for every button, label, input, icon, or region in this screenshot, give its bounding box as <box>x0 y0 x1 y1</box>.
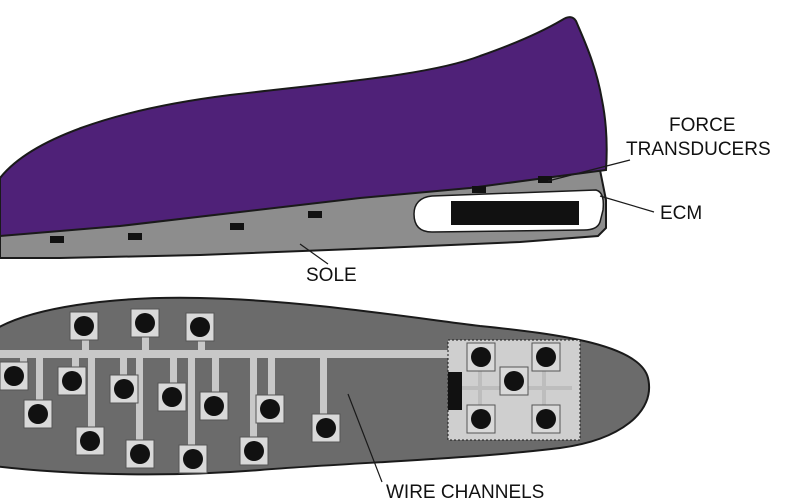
force-transducers <box>50 176 552 243</box>
wire-channel <box>212 358 219 406</box>
shoe-upper <box>0 16 608 238</box>
force-sensor <box>157 382 187 412</box>
wire-channel-main <box>0 350 450 358</box>
sensor-dot <box>80 431 100 451</box>
force-sensor <box>109 374 139 404</box>
force-sensor <box>311 413 341 443</box>
label-sole: SOLE <box>306 265 357 286</box>
wire-channel <box>268 358 275 406</box>
wire-channel <box>170 358 177 396</box>
sensor-dot <box>162 387 182 407</box>
force-sensor <box>255 394 285 424</box>
force-sensor <box>57 366 87 396</box>
force-sensor <box>69 311 99 341</box>
force-transducer <box>128 233 142 240</box>
ecm-module <box>451 201 579 225</box>
wire-channel <box>142 330 149 352</box>
sensor-dot <box>504 371 524 391</box>
wire-channel <box>198 334 205 352</box>
wire-channel <box>82 332 89 352</box>
sensor-dot <box>190 317 210 337</box>
label-wire-channels: WIRE CHANNELS <box>386 482 544 500</box>
force-transducer <box>472 186 486 193</box>
insole-top-view <box>0 296 651 483</box>
sensor-dot <box>183 449 203 469</box>
sensor-dot <box>536 347 556 367</box>
sensor-dot <box>244 441 264 461</box>
force-sensors <box>0 308 561 474</box>
sensor-dot <box>260 399 280 419</box>
force-sensor <box>0 361 29 391</box>
force-sensor <box>239 436 269 466</box>
force-sensor <box>185 312 215 342</box>
wire-channel <box>136 358 143 450</box>
force-sensor <box>466 404 496 434</box>
force-sensor <box>531 404 561 434</box>
sensor-dot <box>471 347 491 367</box>
ecm-board-trace <box>478 360 482 414</box>
force-transducer <box>308 211 322 218</box>
sensor-dot <box>28 404 48 424</box>
wire-channel <box>188 358 195 454</box>
sensor-dot <box>130 444 150 464</box>
force-sensor <box>499 366 529 396</box>
wire-channel <box>250 358 257 446</box>
force-transducer <box>538 176 552 183</box>
force-transducer <box>50 236 64 243</box>
leader-sole <box>299 243 329 265</box>
sensor-dot <box>316 418 336 438</box>
sensor-dot <box>135 313 155 333</box>
sensor-dot <box>536 409 556 429</box>
force-sensor <box>178 444 208 474</box>
sensor-dot <box>4 366 24 386</box>
force-sensor <box>75 426 105 456</box>
leader-ecm <box>599 195 655 213</box>
wire-channel <box>320 358 327 428</box>
sensor-dot <box>204 396 224 416</box>
wire-channel <box>120 358 127 386</box>
ecm-connector <box>448 372 462 410</box>
sensor-dot <box>114 379 134 399</box>
label-force: FORCE <box>669 115 736 136</box>
ecm-board-trace <box>542 360 546 414</box>
leader-wire-channels <box>347 393 383 483</box>
sensor-dot <box>74 316 94 336</box>
leader-force-transducers <box>547 159 631 182</box>
sensor-dot <box>62 371 82 391</box>
label-transducers: TRANSDUCERS <box>626 139 771 160</box>
force-sensor <box>23 399 53 429</box>
force-transducer <box>230 223 244 230</box>
force-sensor <box>125 439 155 469</box>
shoe-side-view <box>0 16 655 265</box>
force-sensor <box>531 342 561 372</box>
force-sensor <box>130 308 160 338</box>
label-ecm: ECM <box>660 203 702 224</box>
force-sensor <box>466 342 496 372</box>
wire-channel <box>36 358 43 408</box>
force-sensor <box>199 391 229 421</box>
wire-channel <box>88 358 95 438</box>
wire-channels <box>0 330 450 454</box>
sensor-dot <box>471 409 491 429</box>
